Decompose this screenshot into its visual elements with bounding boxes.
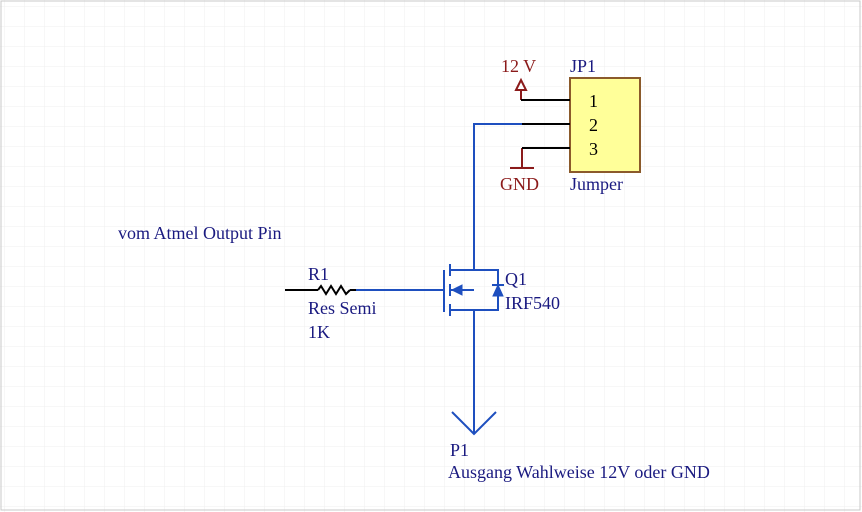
jumper-comment: Jumper <box>570 174 623 194</box>
mosfet-q1[interactable]: Q1 IRF540 <box>430 264 560 316</box>
port-designator: P1 <box>450 440 469 460</box>
jumper-jp1[interactable]: JP1 1 2 3 Jumper <box>474 56 641 194</box>
mosfet-arrow-icon <box>450 284 463 296</box>
ground-symbol[interactable]: GND <box>500 148 539 194</box>
mosfet-designator: Q1 <box>505 269 527 289</box>
annotation-text: vom Atmel Output Pin <box>118 223 282 243</box>
port-p1[interactable]: P1 Ausgang Wahlweise 12V oder GND <box>448 411 710 482</box>
mosfet-part: IRF540 <box>505 293 560 313</box>
jumper-pin-3-label: 3 <box>589 139 598 159</box>
port-arrow-icon <box>451 411 497 436</box>
power-12v-symbol[interactable]: 12 V <box>501 56 536 100</box>
ground-label: GND <box>500 174 539 194</box>
port-description: Ausgang Wahlweise 12V oder GND <box>448 462 710 482</box>
jumper-pin-1-label: 1 <box>589 91 598 111</box>
jumper-pin-2-label: 2 <box>589 115 598 135</box>
resistor-value: 1K <box>308 322 330 342</box>
resistor-designator: R1 <box>308 264 329 284</box>
jumper-body <box>569 77 641 173</box>
jumper-designator: JP1 <box>570 56 596 76</box>
power-12v-label: 12 V <box>501 56 536 76</box>
resistor-comment: Res Semi <box>308 298 377 318</box>
resistor-r1[interactable]: R1 Res Semi 1K <box>285 264 377 342</box>
mosfet-body-diode-icon <box>492 283 504 297</box>
wire-jumper-to-drain[interactable] <box>473 123 522 264</box>
resistor-zigzag-icon <box>317 284 351 296</box>
mosfet-diode-frame <box>473 264 499 311</box>
